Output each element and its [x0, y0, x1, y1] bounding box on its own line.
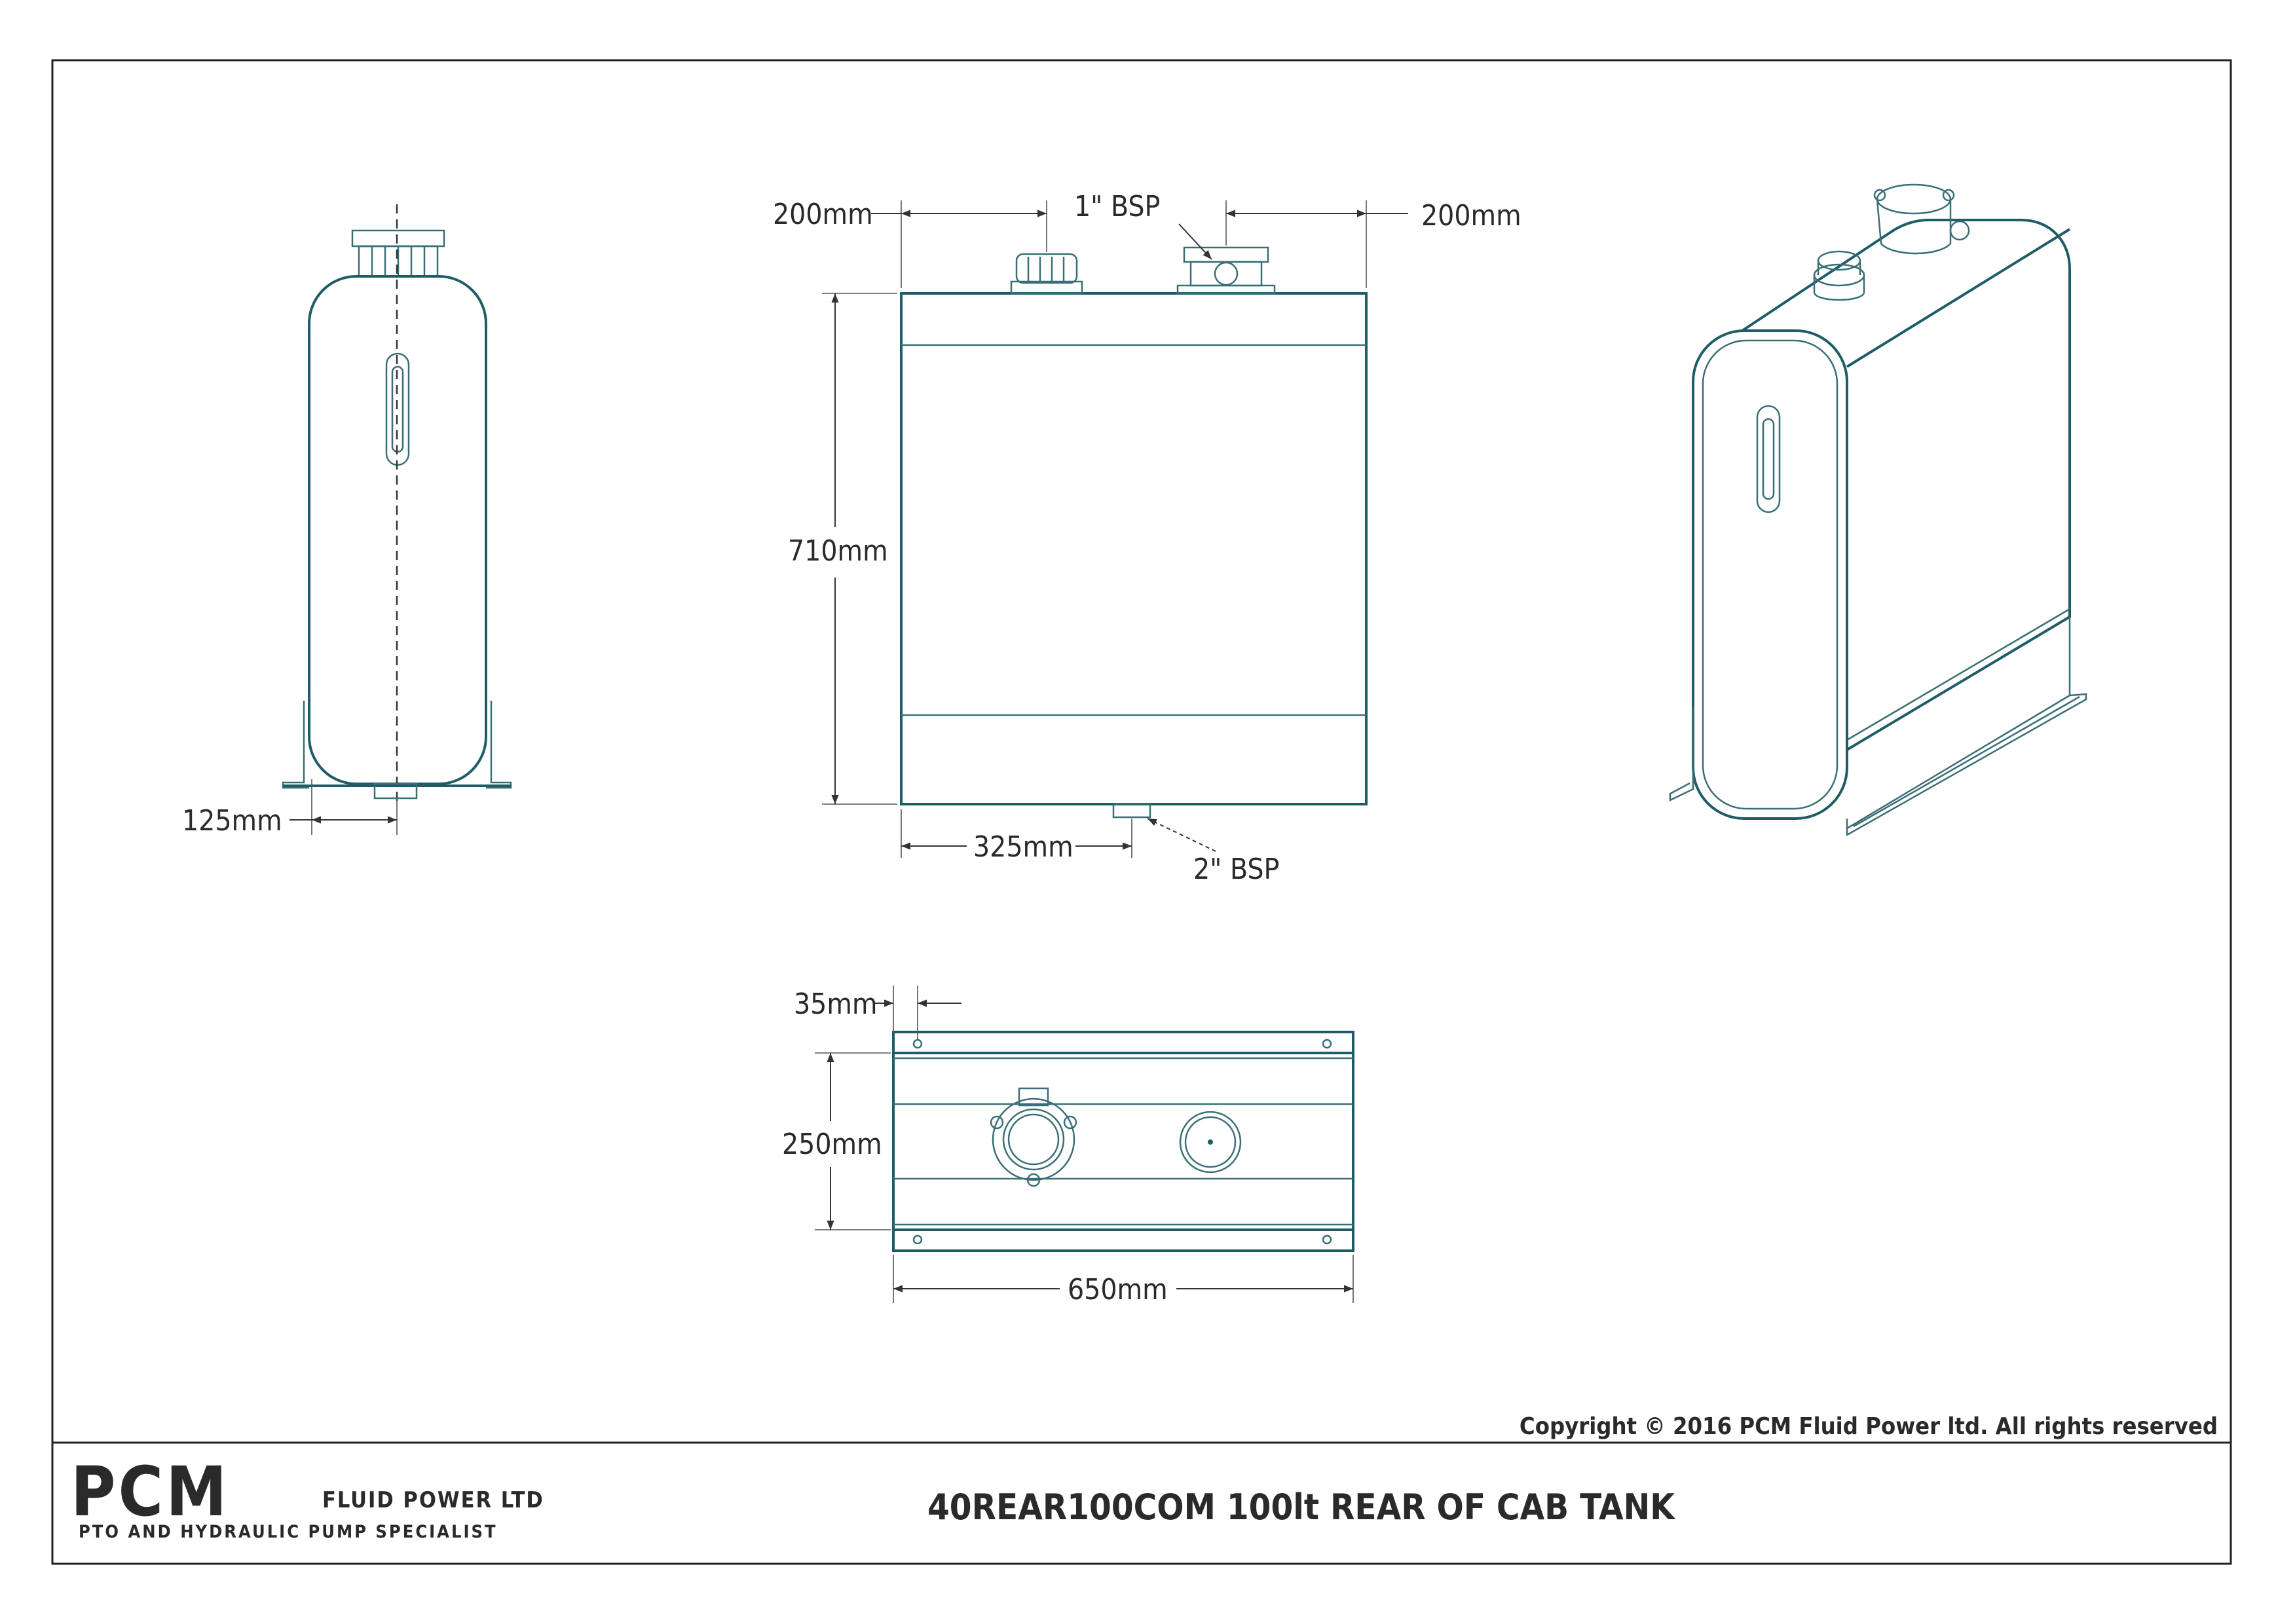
- side-view-left-foot: [282, 701, 309, 789]
- iso-right-foot: [1846, 693, 2087, 837]
- iso-bsp-fitting: [1873, 183, 1970, 255]
- iso-filler-cap: [1813, 250, 1865, 301]
- top-view-filler-cap: [1179, 1111, 1242, 1173]
- side-view: 125mm: [182, 204, 512, 838]
- dim-bottom-offset: 325mm: [973, 830, 1073, 864]
- title-block: PCM FLUID POWER LTD PTO AND HYDRAULIC PU…: [71, 1452, 1676, 1542]
- front-view: 200mm 1" BSP 200mm 710mm 325mm 2" BSP: [773, 190, 1521, 886]
- top-view-base-plate: [892, 1031, 1354, 1252]
- logo-tagline: PTO AND HYDRAULIC PUMP SPECIALIST: [79, 1522, 498, 1542]
- top-view: 35mm 250mm 650mm: [782, 986, 1354, 1306]
- iso-front-face: [1692, 329, 1848, 820]
- dim-hole-offset: 35mm: [794, 987, 878, 1021]
- dim-height: 710mm: [788, 534, 888, 568]
- mounting-hole: [912, 1039, 923, 1049]
- isometric-view: [1669, 183, 2087, 837]
- top-view-bsp-flange: [990, 1087, 1077, 1187]
- drawing-title: 40REAR100COM 100lt REAR OF CAB TANK: [927, 1486, 1676, 1528]
- dim-bottom-fitting: 2" BSP: [1193, 853, 1279, 886]
- logo-company-name: FLUID POWER LTD: [322, 1487, 544, 1513]
- side-view-filler-cap: [351, 229, 445, 278]
- front-view-drain: [1112, 803, 1151, 819]
- dim-length: 650mm: [1068, 1273, 1168, 1306]
- front-view-tank-body: [900, 292, 1368, 805]
- dim-top-right-offset: 200mm: [1421, 199, 1521, 232]
- side-view-drain: [373, 783, 418, 800]
- dim-top-fitting: 1" BSP: [1074, 190, 1160, 223]
- mounting-hole: [912, 1234, 923, 1245]
- mounting-hole: [1322, 1234, 1332, 1245]
- dim-side-width: 125mm: [182, 804, 282, 838]
- mounting-hole: [1322, 1039, 1332, 1049]
- front-view-bsp-fitting: [1176, 246, 1276, 295]
- drawing-frame: [51, 59, 2232, 1565]
- iso-sight-gauge: [1756, 405, 1781, 513]
- copyright-notice: Copyright © 2016 PCM Fluid Power ltd. Al…: [1520, 1413, 2218, 1440]
- dim-top-left-offset: 200mm: [773, 198, 873, 231]
- front-view-filler-cap: [1010, 253, 1083, 295]
- iso-left-foot: [1669, 707, 1694, 802]
- logo-pcm: PCM: [71, 1452, 229, 1532]
- dim-depth: 250mm: [782, 1128, 882, 1161]
- side-view-right-foot: [486, 701, 512, 789]
